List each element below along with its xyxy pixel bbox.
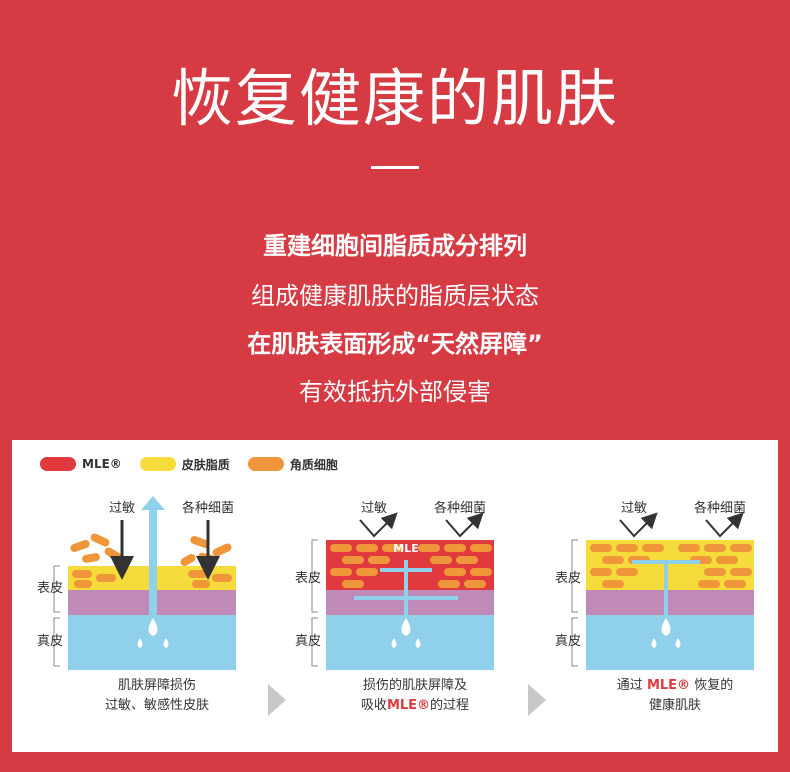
- water-drops-icon: [137, 618, 169, 648]
- diagram-panel: MLE® 皮肤脂质 角质细胞 过敏 各种细菌: [12, 440, 778, 752]
- legend-lipid: 皮肤脂质: [139, 456, 230, 473]
- legend-mle-label: MLE®: [82, 457, 122, 471]
- mle-tag-label: MLE: [393, 542, 418, 555]
- label-allergy: 过敏: [109, 501, 135, 516]
- subtitle-line-3: 在肌肤表面形成“天然屏障”: [247, 330, 543, 358]
- label-bacteria: 各种细菌: [182, 500, 234, 516]
- page-title: 恢复健康的肌肤: [170, 62, 619, 135]
- caption-healthy: 通过 MLE® 恢复的 健康肌肤: [590, 676, 760, 716]
- caption-absorbing-pre: 吸收: [360, 698, 387, 713]
- diagram-damaged-barrier: 过敏 各种细菌 表皮 真皮: [37, 496, 236, 670]
- label-bacteria: 各种细菌: [694, 500, 746, 516]
- caption-damaged: 肌肤屏障损伤 过敏、敏感性皮肤: [72, 676, 242, 716]
- label-dermis: 真皮: [555, 634, 581, 649]
- legend-keratin: 角质细胞: [247, 456, 338, 473]
- next-step-arrow-icon: [528, 684, 546, 716]
- label-allergy: 过敏: [361, 501, 387, 516]
- legend: MLE® 皮肤脂质 角质细胞: [40, 456, 356, 472]
- keratin-cells: [70, 533, 232, 588]
- caption-absorbing-post: 的过程: [430, 698, 470, 713]
- diagram-healthy-skin: 过敏 各种细菌 表皮 真皮: [555, 500, 754, 670]
- label-bacteria: 各种细菌: [434, 500, 486, 516]
- caption-healthy-line1: 通过 MLE® 恢复的: [590, 676, 760, 696]
- diagram-absorbing-mle: 过敏 各种细菌 MLE 表皮 真皮: [295, 500, 494, 670]
- keratin-swatch: [247, 457, 284, 471]
- caption-healthy-pre: 通过: [616, 678, 643, 693]
- caption-healthy-post: 恢复的: [694, 678, 734, 693]
- subtitle-line-4: 有效抵抗外部侵害: [299, 378, 491, 406]
- legend-keratin-label: 角质细胞: [289, 457, 338, 472]
- next-step-arrow-icon: [268, 684, 286, 716]
- water-channel: [149, 506, 157, 636]
- label-epidermis: 表皮: [37, 581, 63, 596]
- caption-healthy-line2: 健康肌肤: [648, 698, 701, 713]
- label-allergy: 过敏: [621, 501, 647, 516]
- legend-lipid-label: 皮肤脂质: [181, 457, 230, 472]
- label-dermis: 真皮: [295, 634, 321, 649]
- label-epidermis: 表皮: [555, 571, 581, 586]
- mle-swatch: [40, 457, 76, 471]
- caption-damaged-line2: 过敏、敏感性皮肤: [104, 698, 209, 713]
- subtitle-line-2: 组成健康肌肤的脂质层状态: [251, 282, 539, 310]
- label-epidermis: 表皮: [295, 571, 321, 586]
- label-dermis: 真皮: [37, 634, 63, 649]
- subtitle-line-1: 重建细胞间脂质成分排列: [263, 232, 527, 260]
- caption-healthy-mle: MLE®: [646, 678, 691, 693]
- caption-absorbing-line2: 吸收MLE®的过程: [330, 696, 500, 716]
- title-divider: [371, 166, 419, 169]
- lipid-swatch: [139, 457, 176, 471]
- legend-mle: MLE®: [40, 457, 122, 471]
- caption-absorbing-mle: MLE®: [386, 698, 431, 713]
- caption-absorbing-line1: 损伤的肌肤屏障及: [362, 678, 467, 693]
- caption-damaged-line1: 肌肤屏障损伤: [117, 678, 196, 693]
- caption-absorbing: 损伤的肌肤屏障及 吸收MLE®的过程: [330, 676, 500, 716]
